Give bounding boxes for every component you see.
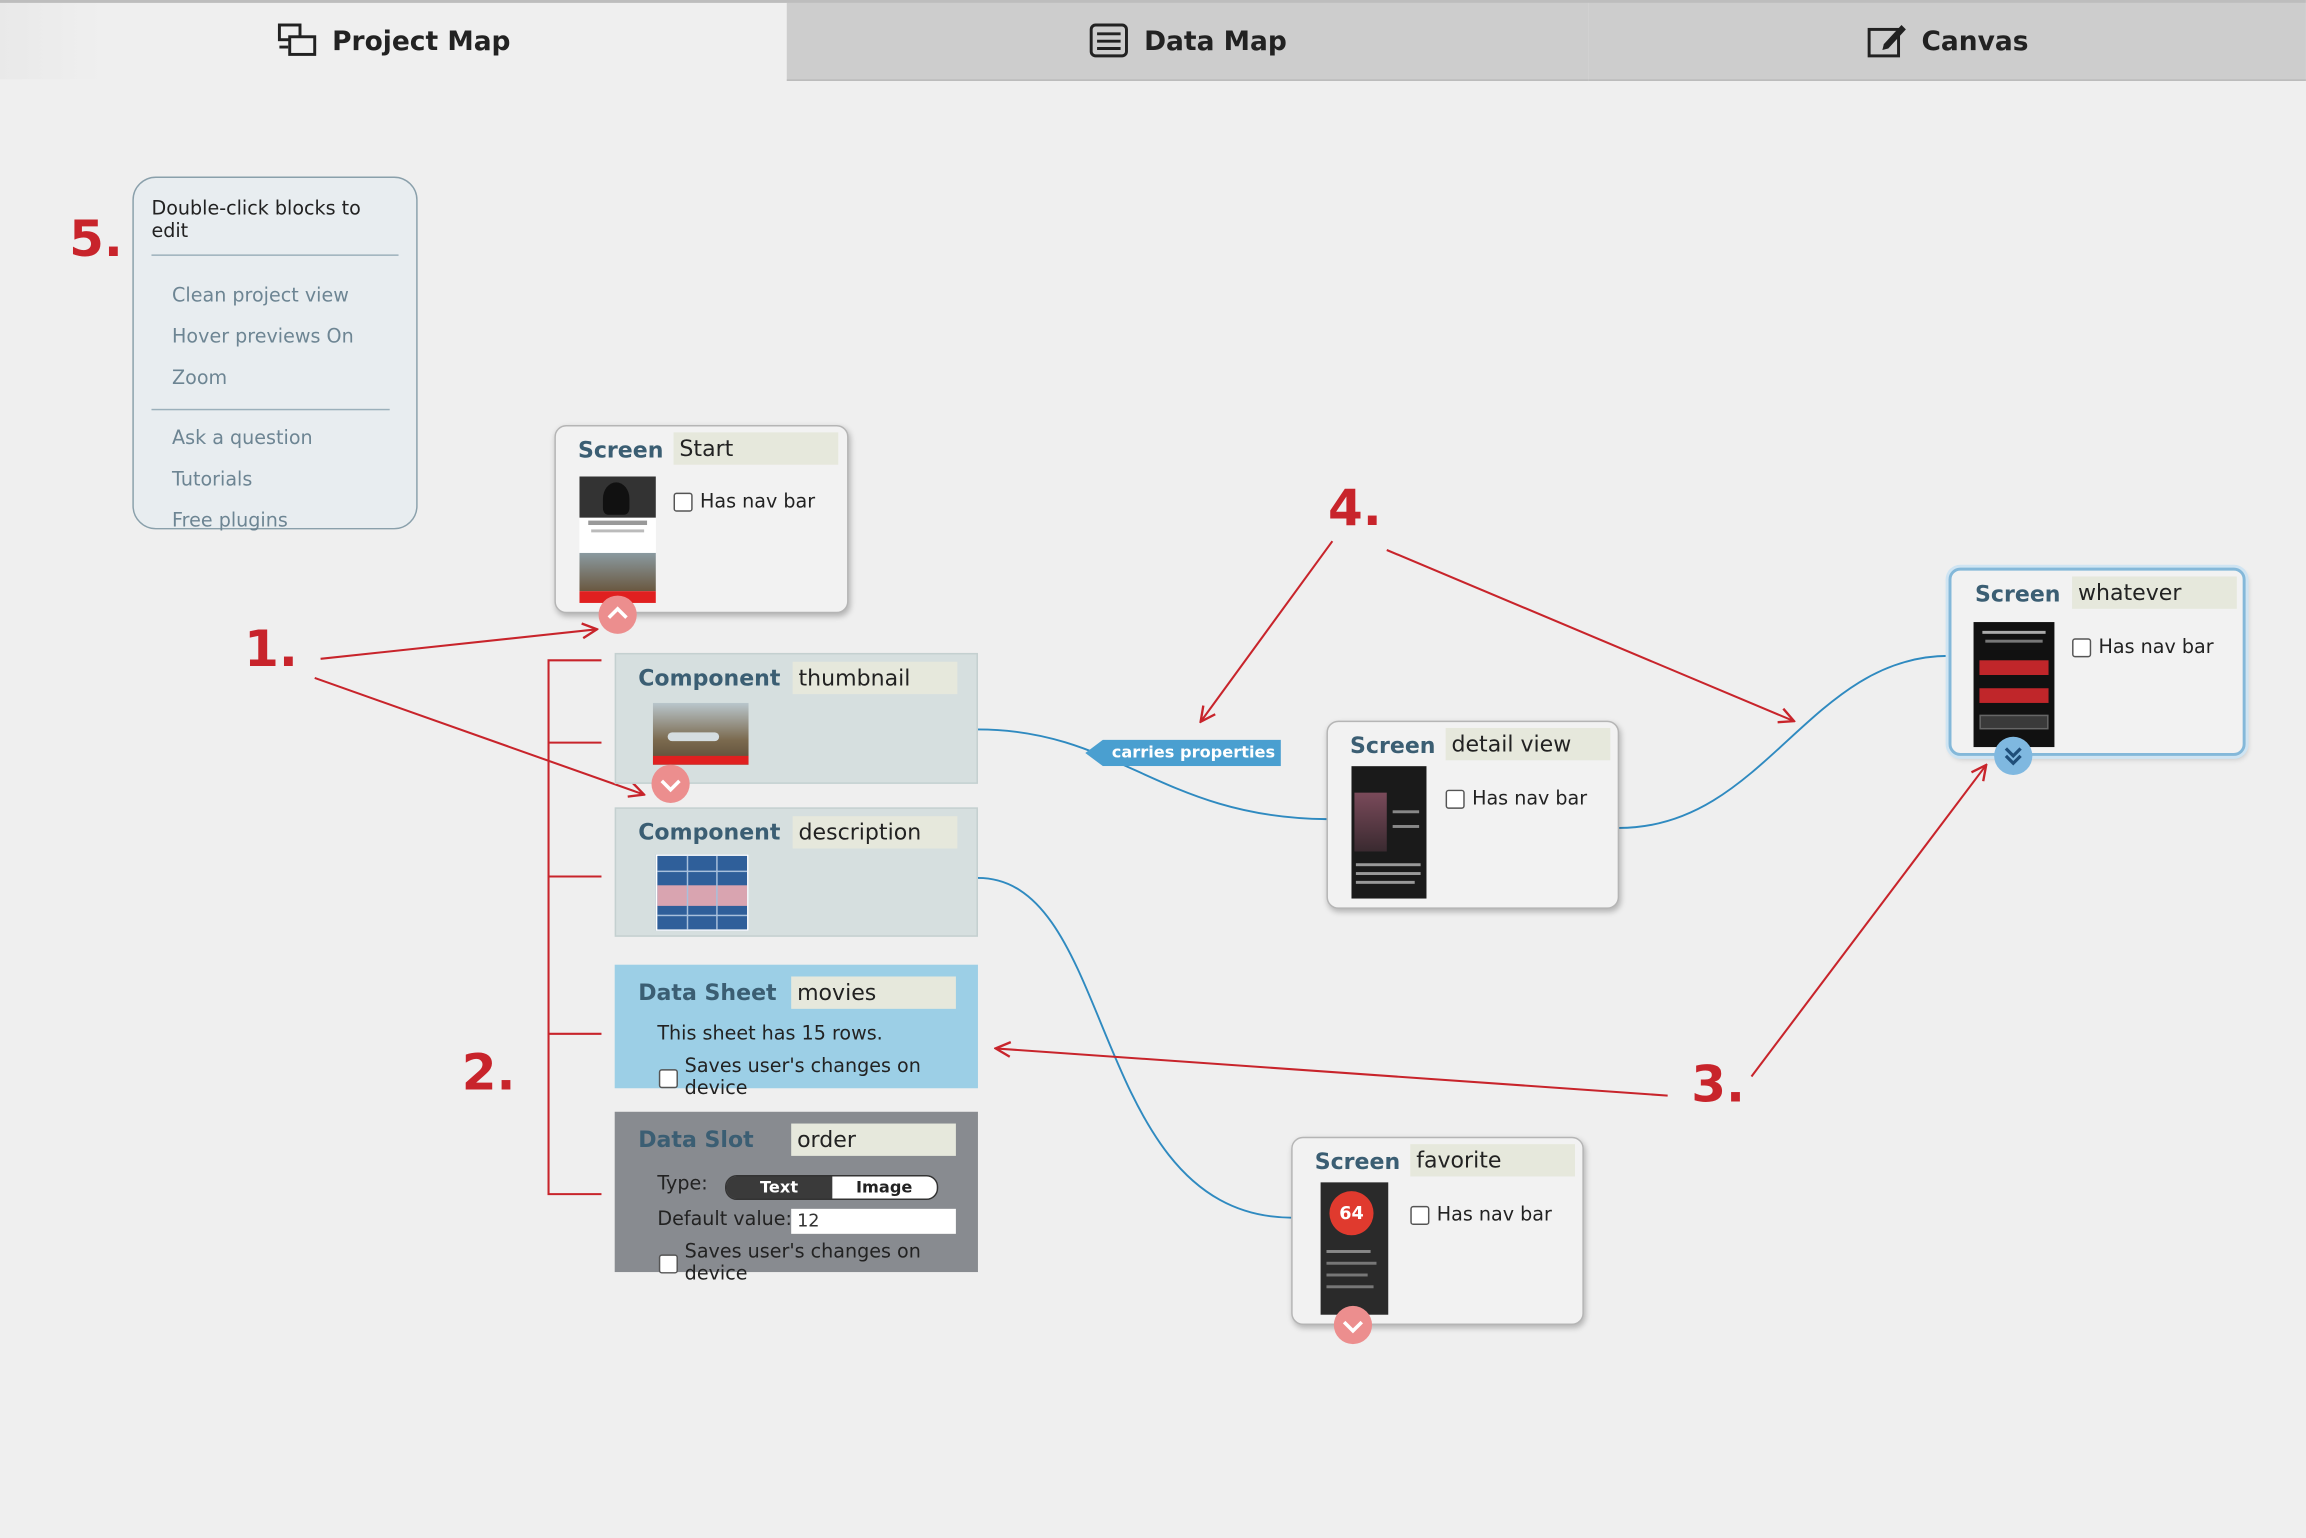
chevron-down-icon — [660, 779, 681, 793]
link-detail-whatever — [1619, 654, 1949, 829]
type-option-text[interactable]: Text — [726, 1176, 832, 1199]
checkbox-label: Saves user's changes on device — [684, 1241, 921, 1286]
component-block-thumbnail[interactable]: Component thumbnail — [614, 652, 978, 784]
arrow-1a — [320, 629, 596, 660]
checkbox-label: Has nav bar — [1436, 1204, 1552, 1227]
checkbox-label: Has nav bar — [2098, 636, 2214, 659]
checkbox-box[interactable] — [658, 1253, 678, 1273]
component-name-field[interactable]: thumbnail — [792, 661, 958, 695]
help-menu: Double-click blocks to edit Clean projec… — [132, 176, 418, 532]
tab-label: Data Map — [1144, 25, 1287, 57]
chevron-up-icon — [607, 606, 628, 619]
block-kind: Screen — [1314, 1148, 1401, 1176]
block-kind: Screen — [1350, 732, 1436, 759]
tab-canvas[interactable]: Canvas — [1588, 2, 2306, 81]
checkbox-box[interactable] — [673, 492, 693, 512]
tab-label: Canvas — [1921, 25, 2029, 57]
type-label: Type: — [657, 1173, 708, 1196]
menu-heading: Double-click blocks to edit — [151, 199, 399, 256]
checkbox-label: Has nav bar — [700, 491, 816, 514]
menu-hover-previews[interactable]: Hover previews On — [172, 326, 354, 349]
expand-handle[interactable] — [651, 764, 690, 803]
expand-all-handle[interactable] — [1994, 736, 2033, 776]
screen-block-start[interactable]: Screen Start Has nav bar — [554, 425, 849, 614]
screen-name-field[interactable]: Start — [673, 432, 839, 465]
collapse-handle[interactable] — [598, 595, 637, 634]
datasheet-block-movies[interactable]: Data Sheet movies This sheet has 15 rows… — [614, 964, 978, 1100]
chevron-down-icon — [1342, 1320, 1364, 1334]
datasheet-name-field[interactable]: movies — [791, 976, 956, 1009]
screen-preview-thumbnail — [579, 476, 656, 603]
menu-tutorials[interactable]: Tutorials — [172, 469, 253, 492]
block-kind: Data Slot — [638, 1126, 754, 1153]
has-nav-bar-checkbox[interactable]: Has nav bar — [2072, 637, 2214, 659]
annotation-number-4: 4. — [1327, 479, 1382, 539]
type-toggle[interactable]: Text Image — [725, 1175, 939, 1201]
annotation-number-2: 2. — [461, 1044, 516, 1103]
save-changes-checkbox[interactable]: Saves user's changes on device — [658, 1055, 978, 1101]
datasheet-row-count: This sheet has 15 rows. — [657, 1023, 883, 1046]
screen-block-detail-view[interactable]: Screen detail view Has nav bar — [1326, 720, 1620, 909]
screen-block-whatever[interactable]: Screen whatever Has nav bar — [1948, 567, 2246, 756]
connection-label-text: carries properties — [1111, 742, 1276, 762]
menu-free-plugins[interactable]: Free plugins — [172, 510, 288, 533]
bracket-2 — [547, 659, 602, 1196]
type-option-image[interactable]: Image — [831, 1176, 937, 1199]
tab-bar: Project Map Data Map Canvas — [0, 0, 2306, 81]
arrow-4b — [1386, 549, 1793, 721]
tab-label: Project Map — [332, 25, 511, 57]
block-kind: Component — [638, 819, 781, 846]
checkbox-label: Saves user's changes on device — [684, 1055, 921, 1101]
screen-name-field[interactable]: detail view — [1445, 727, 1611, 761]
annotation-number-5: 5. — [69, 210, 123, 270]
component-block-description[interactable]: Component description — [614, 807, 978, 937]
arrow-3a — [997, 1049, 1668, 1097]
menu-divider — [151, 408, 390, 411]
annotation-number-1: 1. — [244, 620, 298, 680]
project-map-icon — [276, 22, 317, 60]
default-value-input[interactable]: 12 — [791, 1208, 956, 1234]
block-kind: Screen — [577, 436, 664, 464]
arrow-1b — [314, 676, 643, 794]
checkbox-label: Has nav bar — [1472, 788, 1588, 811]
checkbox-box[interactable] — [1410, 1205, 1430, 1226]
save-changes-checkbox[interactable]: Saves user's changes on device — [658, 1241, 978, 1286]
dataslot-name-field[interactable]: order — [791, 1123, 956, 1156]
checkbox-box[interactable] — [1445, 789, 1465, 809]
canvas-edit-icon — [1866, 22, 1907, 60]
block-kind: Data Sheet — [638, 979, 777, 1006]
screen-preview-thumbnail — [1973, 622, 2055, 748]
menu-ask-question[interactable]: Ask a question — [172, 427, 313, 451]
screen-preview-thumbnail: 64 — [1320, 1182, 1389, 1315]
menu-clean-project-view[interactable]: Clean project view — [172, 285, 349, 308]
has-nav-bar-checkbox[interactable]: Has nav bar — [1410, 1204, 1552, 1226]
connection-label[interactable]: carries properties — [1085, 739, 1281, 767]
screen-preview-thumbnail — [1351, 766, 1427, 899]
component-preview-thumbnail — [655, 854, 749, 931]
component-preview-thumbnail — [652, 702, 749, 765]
block-kind: Screen — [1975, 580, 2061, 608]
screen-name-field[interactable]: favorite — [1410, 1144, 1576, 1177]
screen-block-favorite[interactable]: Screen favorite 64 Has nav bar — [1291, 1136, 1584, 1326]
arrow-4a — [1201, 540, 1334, 720]
checkbox-box[interactable] — [658, 1068, 678, 1088]
score-badge: 64 — [1329, 1191, 1374, 1236]
checkbox-box[interactable] — [2072, 638, 2092, 658]
tab-data-map[interactable]: Data Map — [786, 2, 1589, 81]
component-name-field[interactable]: description — [792, 816, 958, 849]
has-nav-bar-checkbox[interactable]: Has nav bar — [1445, 788, 1588, 811]
expand-handle[interactable] — [1333, 1305, 1373, 1345]
default-value-label: Default value: — [657, 1208, 792, 1231]
block-kind: Component — [638, 664, 781, 692]
tab-project-map[interactable]: Project Map — [0, 2, 787, 80]
dataslot-block-order[interactable]: Data Slot order Type: Text Image Default… — [614, 1111, 978, 1285]
menu-zoom[interactable]: Zoom — [172, 367, 228, 390]
arrow-3b — [1750, 766, 1985, 1078]
has-nav-bar-checkbox[interactable]: Has nav bar — [673, 491, 816, 514]
double-chevron-down-icon — [2004, 747, 2022, 766]
data-map-icon — [1088, 22, 1129, 60]
link-description-favorite — [977, 876, 1292, 1219]
screen-name-field[interactable]: whatever — [2072, 576, 2237, 609]
annotation-number-3: 3. — [1691, 1055, 1745, 1115]
